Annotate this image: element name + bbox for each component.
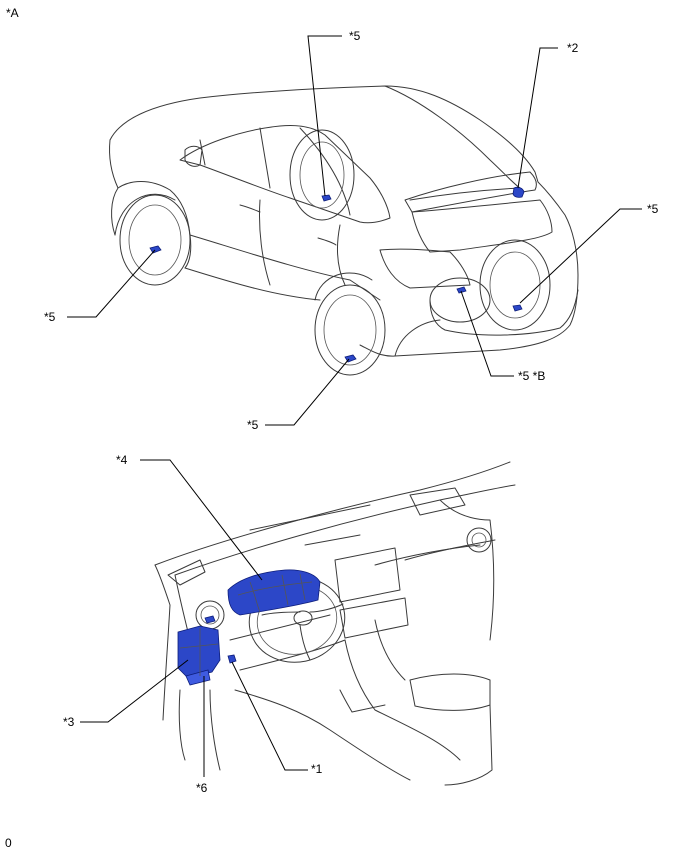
tire-pressure-valve-interior bbox=[321, 194, 332, 202]
footer-code: 0 bbox=[5, 836, 12, 850]
callout-ecu-connector: *6 bbox=[196, 781, 208, 795]
vehicle-exterior-illustration bbox=[109, 85, 579, 376]
tire-pressure-valve-rear-left bbox=[344, 354, 357, 363]
callout-rear-receiver: *2 bbox=[567, 41, 579, 55]
callout-tire-valve-rear-right: *5 bbox=[647, 202, 659, 216]
callout-tire-valve-rear-left: *5 bbox=[247, 418, 259, 432]
callout-tire-valve-front-left: *5 bbox=[44, 310, 56, 324]
tire-pressure-valve-rear-right bbox=[512, 304, 523, 312]
callout-main-body-ecu: *3 bbox=[63, 715, 75, 729]
callout-tire-valve-spare: *5 *B bbox=[518, 369, 545, 383]
connector-small bbox=[227, 654, 237, 664]
main-body-ecu bbox=[177, 625, 221, 686]
leader-lines bbox=[67, 35, 642, 777]
callout-combination-meter: *4 bbox=[116, 453, 128, 467]
tire-pressure-valve-spare bbox=[456, 286, 467, 294]
receiver-rear bbox=[512, 186, 525, 198]
callout-tire-valve-interior: *5 bbox=[349, 29, 361, 43]
callout-small-connector: *1 bbox=[311, 762, 323, 776]
dashboard-illustration bbox=[154, 461, 516, 786]
combination-meter-assembly bbox=[227, 569, 321, 616]
connector-mid bbox=[204, 615, 216, 624]
view-label-a: *A bbox=[6, 6, 19, 20]
tire-pressure-valve-front-left bbox=[149, 245, 162, 254]
